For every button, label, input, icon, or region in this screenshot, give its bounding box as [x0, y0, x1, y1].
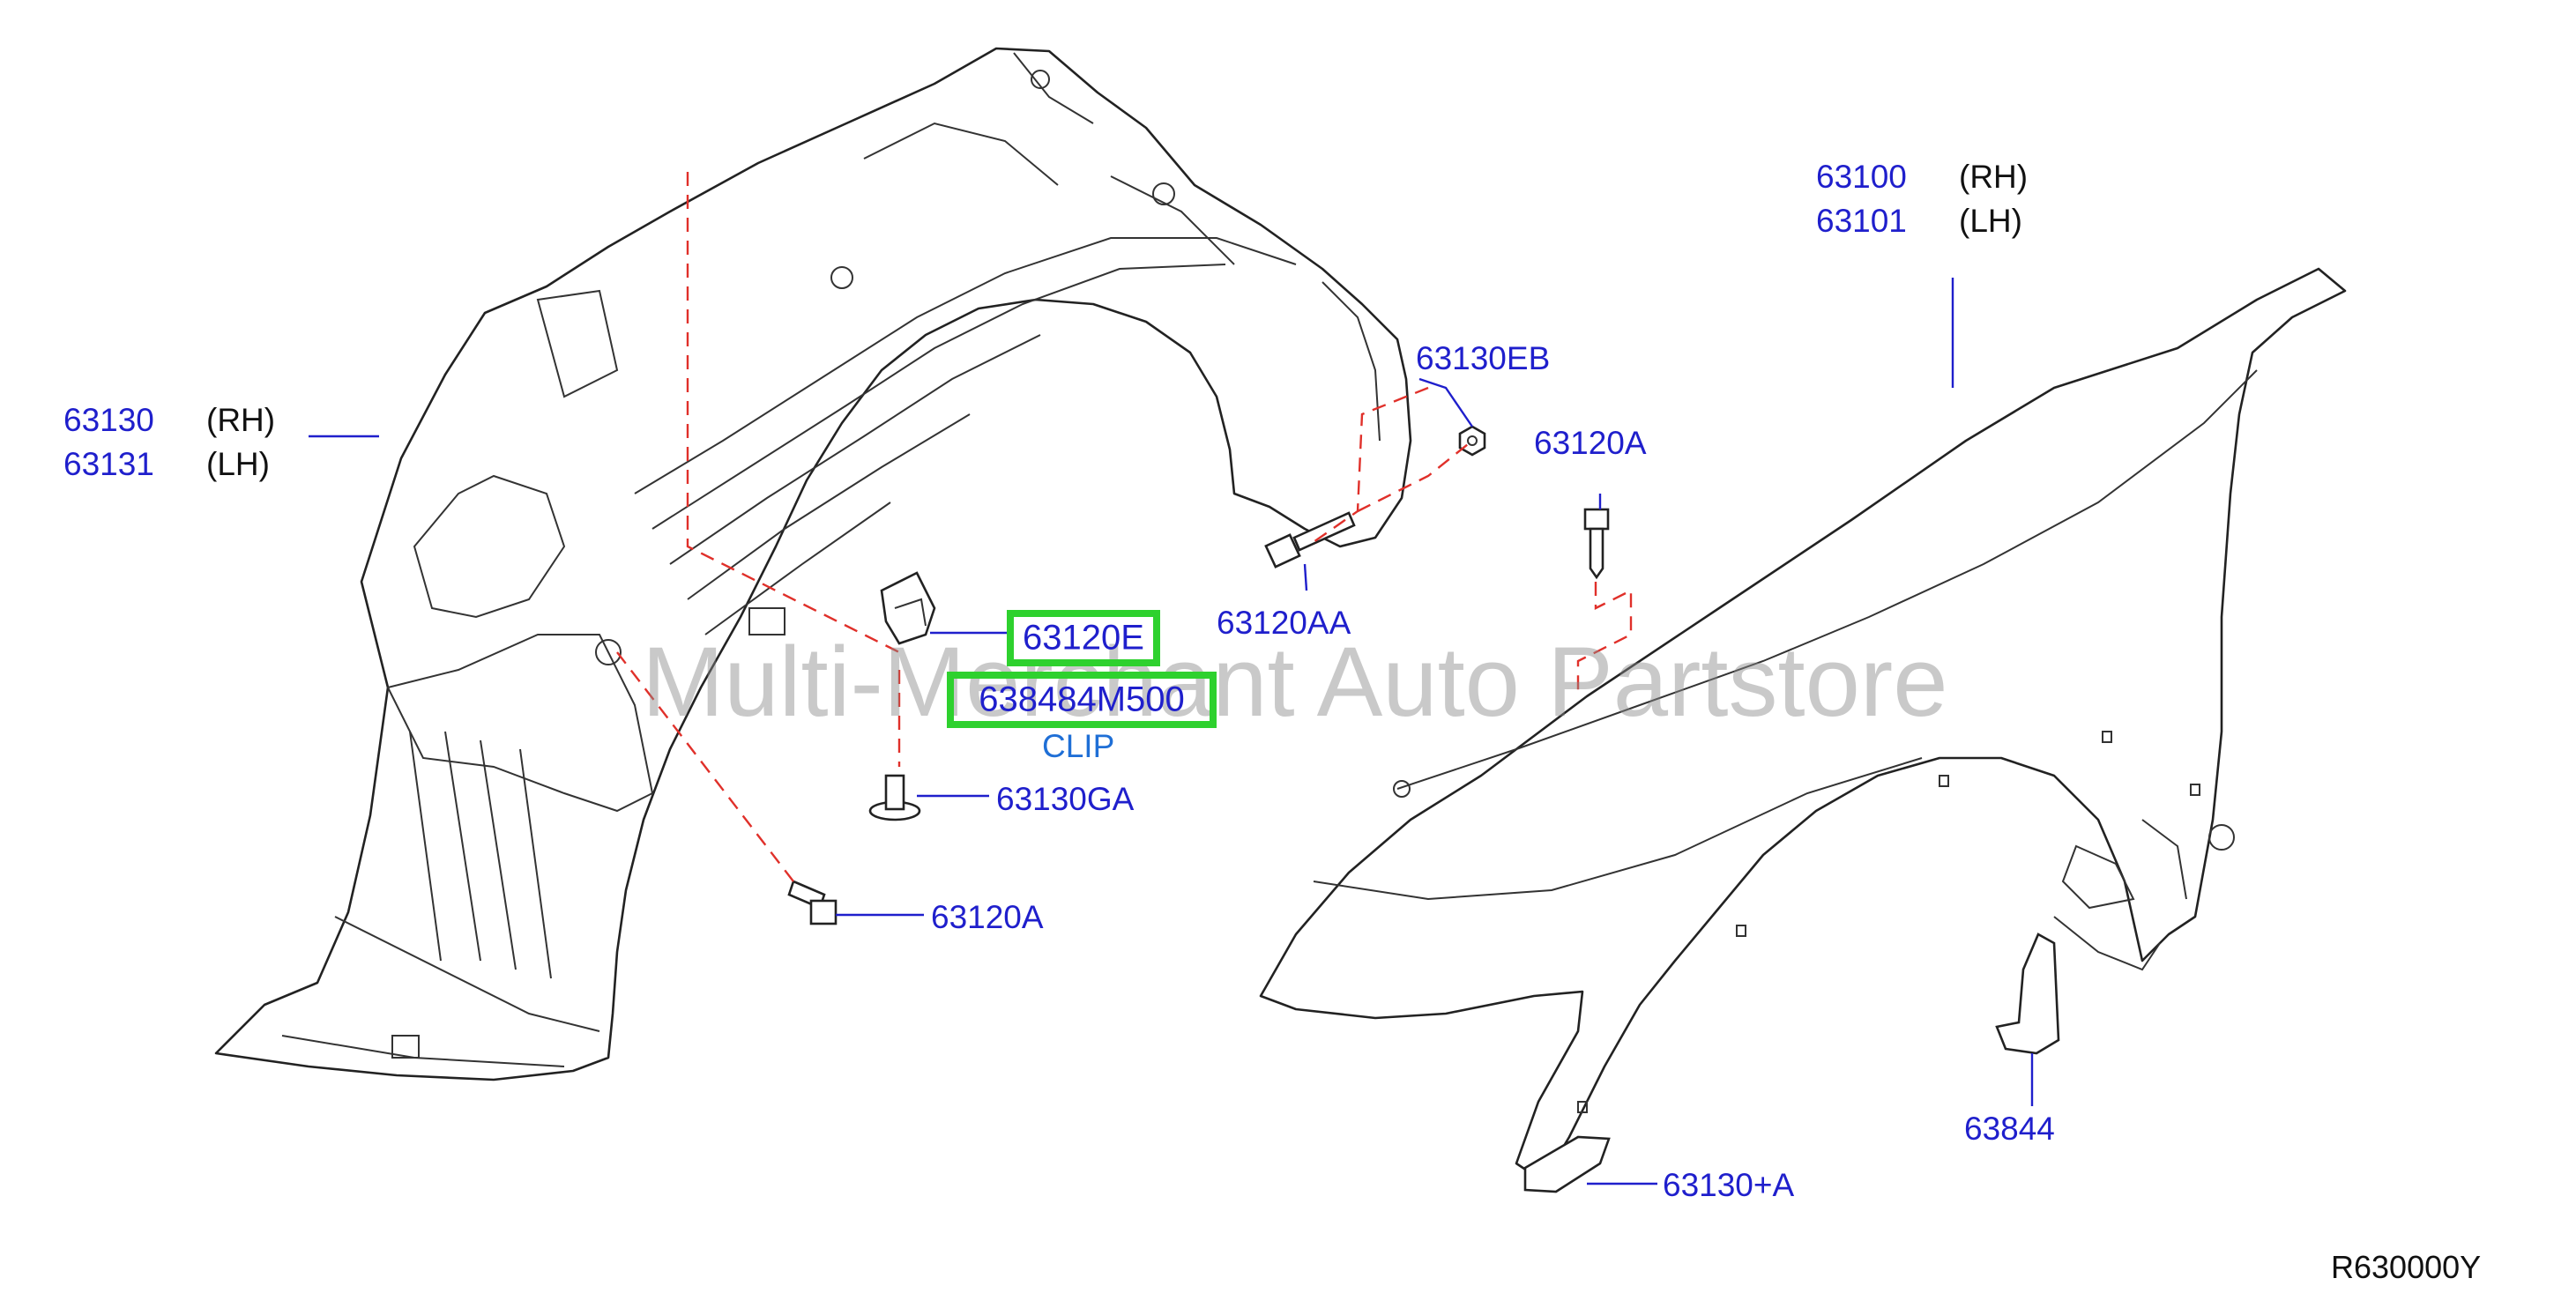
fender-rh-side: (RH) [1959, 159, 2029, 195]
clip-e-drawing [880, 571, 936, 645]
screw-a-top-drawing [1583, 508, 1610, 580]
clip-name: CLIP [1042, 728, 1115, 764]
watermark: Multi-Merchant Auto Partstore [642, 627, 1948, 737]
diagram-code: R630000Y [2331, 1249, 2482, 1285]
grommet-part-number[interactable]: 63130GA [996, 781, 1135, 817]
clip-pn-highlight[interactable]: 638484M500 [947, 672, 1217, 728]
liner-rh-side: (RH) [206, 402, 276, 438]
screw-a-bottom-drawing [787, 880, 838, 925]
screw-a-bottom-part-number[interactable]: 63120A [931, 899, 1044, 935]
bolt-aa-part-number[interactable]: 63120AA [1217, 605, 1351, 641]
fender-liner-drawing [214, 47, 1412, 1081]
bolt-aa-drawing [1264, 511, 1356, 569]
screw-a-top-part-number[interactable]: 63120A [1534, 425, 1647, 461]
clip-part-number[interactable]: 638484M500 [979, 680, 1185, 719]
fender-rh-part-number[interactable]: 63100 [1816, 159, 1907, 195]
leader-lines [309, 278, 2034, 1185]
clip-e-highlight[interactable]: 63120E [1007, 610, 1160, 666]
fender-lh-side: (LH) [1959, 203, 2022, 239]
grommet-drawing [868, 774, 921, 821]
fender-lh-part-number[interactable]: 63101 [1816, 203, 1907, 239]
mudguard-seal-part-number[interactable]: 63844 [1964, 1111, 2055, 1147]
protector-drawing [1523, 1135, 1611, 1193]
fender-panel-drawing [1259, 267, 2347, 1183]
liner-rh-part-number[interactable]: 63130 [63, 402, 154, 438]
liner-lh-part-number[interactable]: 63131 [63, 446, 154, 482]
protector-part-number[interactable]: 63130+A [1663, 1167, 1795, 1203]
nut-part-number[interactable]: 63130EB [1416, 340, 1551, 376]
clip-e-part-number[interactable]: 63120E [1023, 618, 1144, 658]
nut-drawing [1458, 425, 1486, 457]
mudguard-seal-drawing [1995, 933, 2060, 1055]
assembly-guides [616, 172, 1633, 882]
liner-lh-side: (LH) [206, 446, 270, 482]
